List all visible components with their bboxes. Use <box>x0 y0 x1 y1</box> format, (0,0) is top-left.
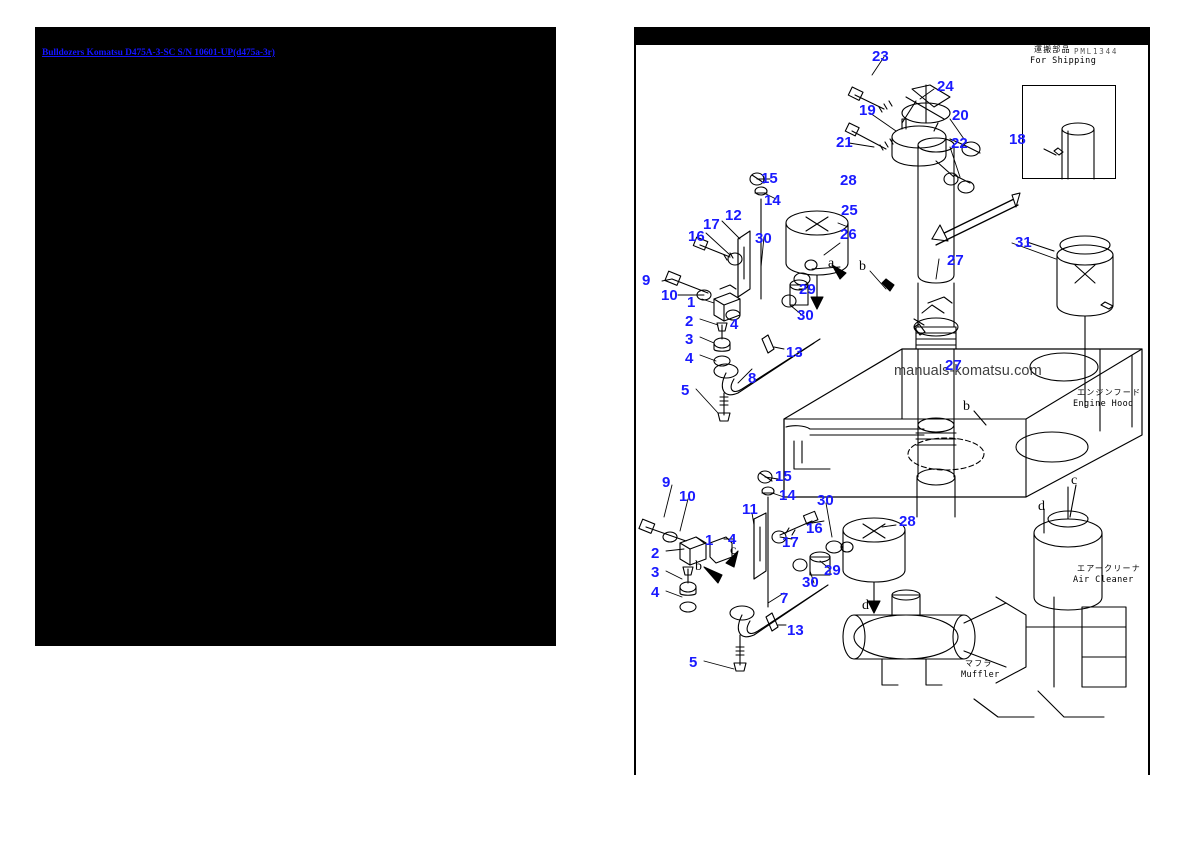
part-callout-3: 3 <box>651 564 660 581</box>
part-callout-7: 7 <box>780 590 789 607</box>
part-callout-9: 9 <box>662 474 671 491</box>
sheet-code-label: PML1344 <box>1074 47 1119 56</box>
part-callout-19: 19 <box>859 102 876 119</box>
letter-callout-c: c <box>730 543 737 558</box>
part-callout-5: 5 <box>681 382 690 399</box>
part-callout-9: 9 <box>642 272 651 289</box>
part-callout-8: 8 <box>748 370 757 387</box>
part-callout-4: 4 <box>685 350 694 367</box>
part-callout-29: 29 <box>799 281 816 298</box>
part-callout-3: 3 <box>685 331 694 348</box>
letter-callout-b: b <box>695 559 702 574</box>
part-callout-16: 16 <box>688 228 705 245</box>
section-label-en: Air Cleaner <box>1073 575 1134 585</box>
section-label-jp: 運搬部品 <box>1034 45 1071 54</box>
part-callout-15: 15 <box>761 170 778 187</box>
part-callout-4: 4 <box>730 316 739 333</box>
part-callout-14: 14 <box>764 192 781 209</box>
part-callout-13: 13 <box>787 622 804 639</box>
part-callout-5: 5 <box>689 654 698 671</box>
part-callout-30: 30 <box>755 230 772 247</box>
diagram-line-art <box>638 56 1143 718</box>
letter-callout-d: d <box>1038 499 1045 514</box>
section-label-jp: エアークリーナ <box>1077 564 1141 573</box>
part-callout-11: 11 <box>742 501 758 518</box>
section-label-en: Engine Hood <box>1073 399 1134 409</box>
part-callout-1: 1 <box>687 294 696 311</box>
parts-diagram-panel: PML1344 <box>634 27 1150 775</box>
for-shipping-inset-box <box>1022 85 1116 179</box>
part-callout-28: 28 <box>899 513 916 530</box>
part-callout-17: 17 <box>782 534 799 551</box>
part-callout-24: 24 <box>937 78 954 95</box>
part-callout-17: 17 <box>703 216 720 233</box>
part-callout-26: 26 <box>840 226 857 243</box>
diagram-right-border <box>1148 27 1150 775</box>
part-callout-29: 29 <box>824 562 841 579</box>
letter-callout-b: b <box>859 259 866 274</box>
section-label-jp: エンジンフード <box>1077 388 1142 397</box>
letter-callout-d: d <box>862 598 869 613</box>
part-callout-27: 27 <box>947 252 964 269</box>
part-callout-10: 10 <box>679 488 696 505</box>
part-callout-28: 28 <box>840 172 857 189</box>
part-callout-21: 21 <box>836 134 853 151</box>
part-callout-22: 22 <box>951 135 968 152</box>
part-callout-25: 25 <box>841 202 858 219</box>
part-callout-15: 15 <box>775 468 792 485</box>
preview-panel: Bulldozers Komatsu D475A-3-SC S/N 10601-… <box>35 27 556 646</box>
part-callout-13: 13 <box>786 344 803 361</box>
part-callout-4: 4 <box>651 584 660 601</box>
part-callout-4: 4 <box>728 531 737 548</box>
part-callout-27: 27 <box>945 357 962 374</box>
part-callout-16: 16 <box>806 520 823 537</box>
diagram-left-border <box>634 27 636 775</box>
part-callout-20: 20 <box>952 107 969 124</box>
part-callout-30: 30 <box>802 574 819 591</box>
part-callout-18: 18 <box>1009 131 1026 148</box>
letter-callout-c: c <box>1071 473 1078 488</box>
part-callout-23: 23 <box>872 48 889 65</box>
part-callout-14: 14 <box>779 487 796 504</box>
part-callout-2: 2 <box>685 313 694 330</box>
letter-callout-a: a <box>828 256 835 271</box>
document-title-link[interactable]: Bulldozers Komatsu D475A-3-SC S/N 10601-… <box>42 48 275 58</box>
section-label-en: For Shipping <box>1030 56 1097 66</box>
part-callout-12: 12 <box>725 207 742 224</box>
part-callout-31: 31 <box>1015 234 1032 251</box>
part-callout-30: 30 <box>817 492 834 509</box>
section-label-jp: マフラ <box>965 659 993 668</box>
part-callout-10: 10 <box>661 287 678 304</box>
part-callout-1: 1 <box>705 532 714 549</box>
part-callout-2: 2 <box>651 545 660 562</box>
letter-callout-b: b <box>963 399 970 414</box>
diagram-top-bar <box>634 27 1150 45</box>
section-label-en: Muffler <box>961 670 1000 680</box>
watermark-text: manuals-komatsu.com <box>894 363 1042 379</box>
part-callout-30: 30 <box>797 307 814 324</box>
